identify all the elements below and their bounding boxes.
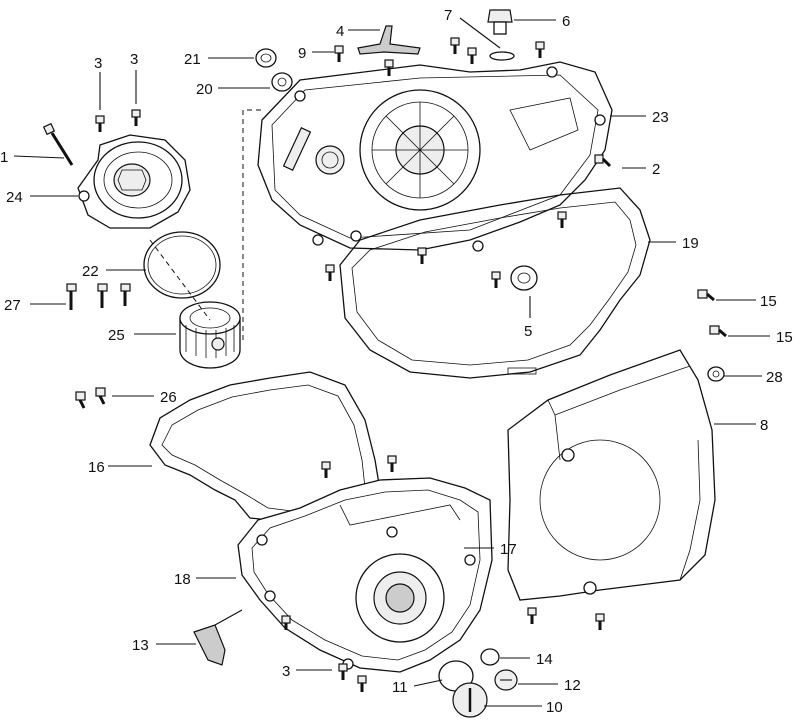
callout-25: 25 xyxy=(108,327,125,344)
callout-22: 22 xyxy=(82,263,99,280)
bolt-3b xyxy=(131,109,141,126)
callout-14: 14 xyxy=(536,651,553,668)
callout-21: 21 xyxy=(184,51,201,68)
callout-13: 13 xyxy=(132,637,149,654)
small-washer xyxy=(707,366,725,382)
right-crankcase-cover xyxy=(257,61,613,252)
o-ring-small xyxy=(480,648,500,666)
oil-filter xyxy=(179,301,241,369)
bolt-27c xyxy=(120,283,131,306)
bolt-26 xyxy=(75,387,106,409)
callout-16: 16 xyxy=(88,459,105,476)
cable-clip xyxy=(193,609,243,666)
sealing-washer xyxy=(489,51,515,61)
callout-3-b: 3 xyxy=(130,51,138,68)
callout-15-a: 15 xyxy=(760,293,777,310)
filler-plug xyxy=(487,9,513,35)
callout-18: 18 xyxy=(174,571,191,588)
callout-17: 17 xyxy=(500,541,517,558)
bolt-27b xyxy=(97,283,108,308)
callout-23: 23 xyxy=(652,109,669,126)
bolt-top xyxy=(384,37,545,76)
callout-1: 1 xyxy=(0,149,8,166)
callout-9: 9 xyxy=(298,45,306,62)
callout-26: 26 xyxy=(160,389,177,406)
bolt-3a xyxy=(95,115,105,132)
o-ring xyxy=(143,231,221,299)
callout-6: 6 xyxy=(562,13,570,30)
bolt-15b xyxy=(709,325,727,338)
callout-19: 19 xyxy=(682,235,699,252)
callout-2: 2 xyxy=(652,161,660,178)
callout-10: 10 xyxy=(546,699,563,716)
left-crankcase-cover xyxy=(237,477,493,673)
thrust-washer xyxy=(510,265,538,291)
callout-12: 12 xyxy=(564,677,581,694)
callout-3-c: 3 xyxy=(282,663,290,680)
callout-7: 7 xyxy=(444,7,452,24)
callout-3-a: 3 xyxy=(94,55,102,72)
callout-8: 8 xyxy=(760,417,768,434)
bolt-27 xyxy=(66,283,77,310)
callout-27: 27 xyxy=(4,297,21,314)
callout-24: 24 xyxy=(6,189,23,206)
bolt-2 xyxy=(594,154,612,168)
callout-5: 5 xyxy=(524,323,532,340)
washer-20 xyxy=(271,72,293,92)
callout-20: 20 xyxy=(196,81,213,98)
callout-15-b: 15 xyxy=(776,329,793,346)
bracket xyxy=(357,25,421,55)
leader-lines xyxy=(13,17,770,707)
bolt-1 xyxy=(42,122,74,166)
callout-labels: 1 2 3 3 3 4 5 6 7 8 9 10 11 12 13 14 15 … xyxy=(0,7,793,716)
sprocket-cover xyxy=(507,349,716,601)
oil-filter-cover xyxy=(77,134,191,229)
bolt-9 xyxy=(334,45,344,62)
callout-4: 4 xyxy=(336,23,344,40)
bolt-cover xyxy=(321,211,567,478)
oil-seal xyxy=(255,48,277,68)
crankcase-cover-gasket xyxy=(339,187,651,379)
callout-28: 28 xyxy=(766,369,783,386)
bolt-15a xyxy=(697,289,715,302)
bolt-3c xyxy=(281,607,605,692)
callout-11: 11 xyxy=(392,679,408,696)
